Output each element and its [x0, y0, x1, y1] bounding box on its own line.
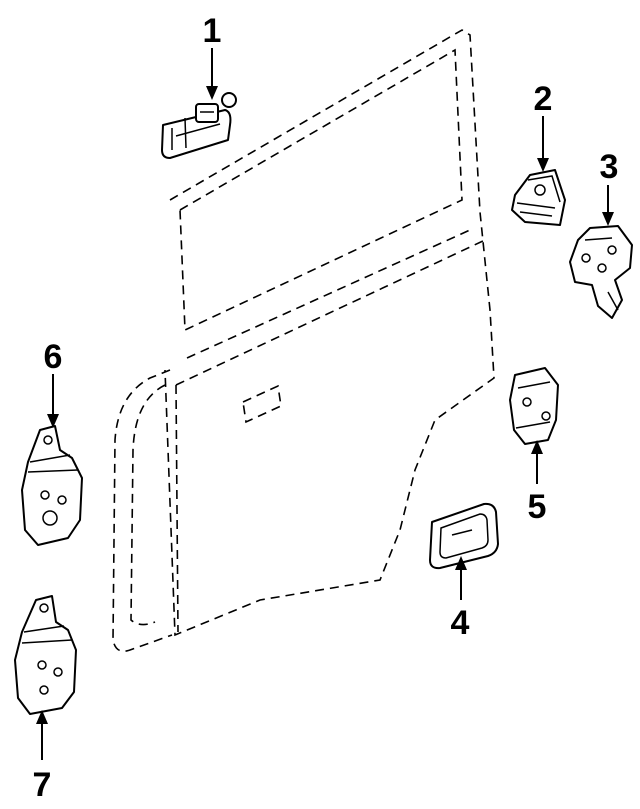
callout-1: 1 — [203, 12, 222, 50]
callout-2: 2 — [534, 80, 553, 118]
callout-4: 4 — [451, 604, 470, 642]
lower-hinge-part — [509, 367, 559, 445]
callout-7: 7 — [33, 766, 52, 804]
outside-handle-part — [161, 92, 237, 159]
callout-6: 6 — [44, 338, 63, 376]
hinge-upper-left-part — [21, 425, 83, 546]
upper-hinge-body-part — [569, 225, 633, 319]
callout-5: 5 — [528, 488, 547, 526]
hinge-lower-left-part — [14, 595, 77, 715]
callout-arrows — [36, 48, 614, 760]
inside-handle-part — [429, 502, 499, 570]
upper-hinge-part — [511, 169, 566, 226]
callout-3: 3 — [600, 148, 619, 186]
door-outline — [112, 29, 495, 653]
